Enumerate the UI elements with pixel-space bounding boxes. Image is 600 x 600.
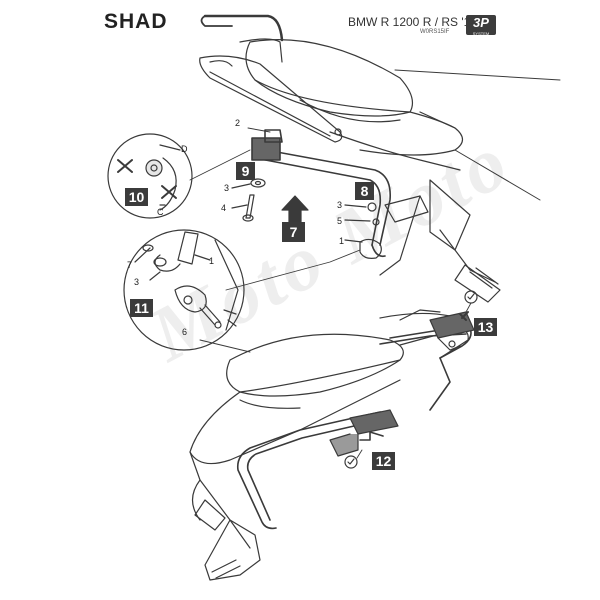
label-part-3-top: 3 (224, 183, 229, 193)
reference-code: W0RS15IF (420, 29, 450, 35)
label-part-2: 2 (235, 118, 240, 128)
step-9-badge: 9 (236, 162, 255, 180)
label-part-D: D (181, 144, 188, 154)
label-part-3-circle: 3 (134, 277, 139, 287)
rack-block-13 (429, 311, 475, 351)
label-part-5: 5 (337, 216, 342, 226)
rack-block-12 (329, 409, 399, 457)
step-11-badge: 11 (130, 299, 153, 317)
system-badge-sub: SYSTEM (472, 31, 490, 36)
detail-circle-11 (123, 229, 245, 351)
check-mark-icon-12 (344, 455, 358, 469)
step-13-badge: 13 (474, 318, 497, 336)
detail-circle-10 (107, 133, 193, 219)
label-part-1-circle: 1 (209, 256, 214, 266)
check-mark-icon-13 (464, 290, 478, 304)
label-part-1-right: 1 (339, 236, 344, 246)
step-7-badge: 7 (282, 222, 305, 242)
step-8-badge: 8 (355, 182, 374, 200)
label-part-7: 7 (127, 260, 132, 270)
bottom-motorcycle (189, 309, 469, 581)
bottom-rack-right (379, 327, 472, 411)
label-part-3-right: 3 (337, 200, 342, 210)
model-title: BMW R 1200 R / RS '15 (348, 15, 477, 29)
right-mount (344, 195, 429, 259)
label-part-C: C (157, 207, 164, 217)
bottom-rack-left (236, 411, 381, 530)
logo-swoosh (203, 14, 284, 42)
washer-bolt-top (231, 178, 266, 222)
step-10-badge: 10 (125, 188, 148, 206)
top-rack (251, 129, 392, 258)
system-badge: 3P (466, 15, 496, 35)
label-part-6: 6 (182, 327, 187, 337)
label-part-4: 4 (221, 203, 226, 213)
brand-logo: SHAD (104, 10, 168, 33)
arrow-up (281, 195, 309, 223)
step-12-badge: 12 (372, 452, 395, 470)
top-motorcycle (199, 38, 561, 303)
